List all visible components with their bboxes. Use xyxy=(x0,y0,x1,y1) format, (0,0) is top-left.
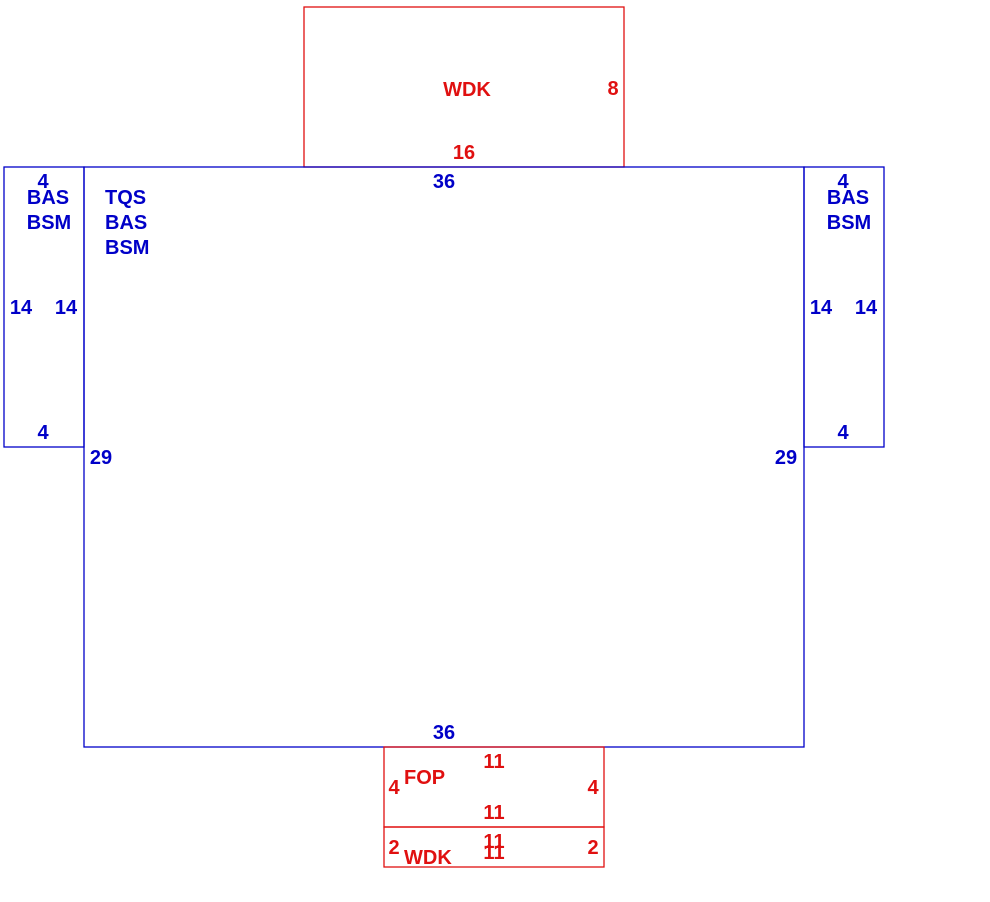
right-wing-outer-dim: 14 xyxy=(855,297,878,319)
bottom-deck-top-dim: 11 xyxy=(483,831,504,853)
top-deck-bottom-dim: 16 xyxy=(453,142,475,164)
right-wing-label-2: BSM xyxy=(827,212,871,234)
top-deck-label: WDK xyxy=(443,79,491,101)
main-area-left-dim: 29 xyxy=(90,447,112,469)
main-area-label-1: TQS xyxy=(105,187,146,209)
right-wing-outline xyxy=(803,166,885,448)
main-area-outline xyxy=(83,166,805,748)
left-wing-outer-dim: 14 xyxy=(10,297,33,319)
left-wing-inner-dim: 14 xyxy=(55,297,78,319)
main-area-label-2: BAS xyxy=(105,212,147,234)
main-area-bottom-dim: 36 xyxy=(433,722,455,744)
front-porch-right-dim: 4 xyxy=(587,777,599,799)
right-wing-top-dim: 4 xyxy=(837,171,849,193)
main-area-top-dim: 36 xyxy=(433,171,455,193)
right-wing-inner-dim: 14 xyxy=(810,297,833,319)
right-wing-bottom-dim: 4 xyxy=(837,422,849,444)
top-deck-right-dim: 8 xyxy=(607,78,618,100)
front-porch-bottom-dim: 11 xyxy=(483,802,504,824)
front-porch-top-dim: 11 xyxy=(483,751,504,773)
front-porch-label: FOP xyxy=(404,767,445,789)
left-wing-bottom-dim: 4 xyxy=(37,422,49,444)
bottom-deck-label: WDK xyxy=(404,847,452,869)
bottom-deck-left-dim: 2 xyxy=(388,837,399,859)
left-wing-label-2: BSM xyxy=(27,212,71,234)
left-wing-outline xyxy=(3,166,85,448)
bottom-deck-bottom-dim: 11 xyxy=(483,842,504,864)
left-wing-label-1: BAS xyxy=(27,187,69,209)
front-porch-left-dim: 4 xyxy=(388,777,400,799)
bottom-deck-right-dim: 2 xyxy=(587,837,598,859)
bottom-deck-outline xyxy=(383,826,605,868)
right-wing-label-1: BAS xyxy=(827,187,869,209)
left-wing-top-dim: 4 xyxy=(37,171,49,193)
main-area-label-3: BSM xyxy=(105,237,149,259)
main-area-right-dim: 29 xyxy=(775,447,797,469)
